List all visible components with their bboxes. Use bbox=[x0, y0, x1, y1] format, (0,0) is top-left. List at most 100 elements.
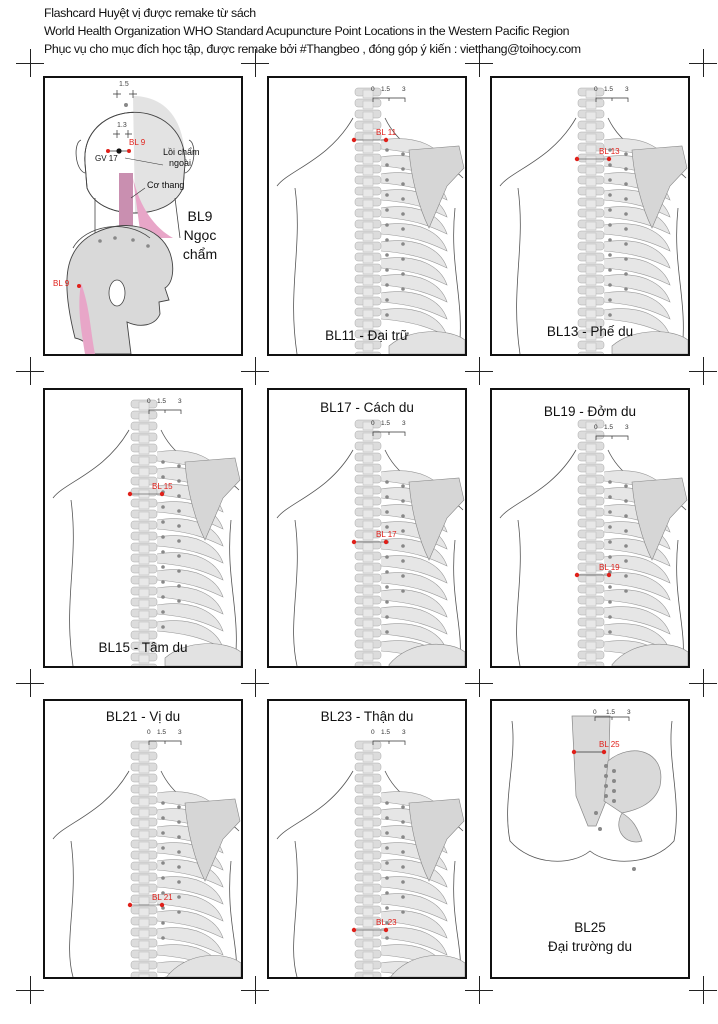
card-title: BL11 - Đại trữ bbox=[325, 328, 409, 343]
crop-mark-v bbox=[30, 49, 31, 77]
scale-0: 0 bbox=[594, 424, 598, 431]
scale-0: 0 bbox=[371, 420, 375, 427]
scale-1-5: 1.5 bbox=[606, 709, 616, 716]
back-illustration bbox=[52, 740, 241, 977]
scale-1-5: 1.5 bbox=[381, 86, 391, 93]
crop-mark-v bbox=[30, 669, 31, 697]
card-title: BL19 - Đởm du bbox=[543, 404, 637, 419]
crop-mark-v bbox=[703, 357, 704, 385]
bl9-point-label: BL 9 bbox=[129, 138, 146, 147]
scale-1-5: 1.5 bbox=[157, 729, 167, 736]
dim-top-label: 1.5 bbox=[119, 81, 129, 88]
scale-1-5: 1.5 bbox=[381, 420, 391, 427]
back-illustration bbox=[276, 87, 465, 354]
point-left bbox=[127, 491, 133, 497]
card-title: BL21 - Vị du bbox=[105, 709, 181, 724]
point-right bbox=[383, 137, 389, 143]
scale-1-5: 1.5 bbox=[157, 398, 167, 405]
flashcard-back-3[interactable]: 0 1.5 3 BL 15 BL15 - Tâm du bbox=[43, 388, 243, 668]
crop-mark-v bbox=[30, 976, 31, 1004]
flashcard-back-6[interactable]: 0 1.5 3 BL 21 BL21 - Vị du bbox=[43, 699, 243, 979]
occipital-label: Lồi chẩm ngoài bbox=[163, 147, 200, 169]
header-line-2: World Health Organization WHO Standard A… bbox=[44, 24, 570, 38]
crop-mark-v bbox=[703, 976, 704, 1004]
flashcard-bl9[interactable]: 1.5 1.3 BL 9 GV 17 Lồi chẩm ngoài Cơ tha… bbox=[43, 76, 243, 356]
flashcard-bl25[interactable]: 0 1.5 3 BL 25 BL25 Đại trường du bbox=[490, 699, 690, 979]
point-right bbox=[606, 156, 612, 162]
card-title: BL13 - Phế du bbox=[546, 324, 634, 339]
scale-0: 0 bbox=[371, 86, 375, 93]
dim-mid-label: 1.3 bbox=[117, 122, 127, 129]
crop-mark-v bbox=[255, 357, 256, 385]
flashcard-back-1[interactable]: 0 1.5 3 BL 11 BL11 - Đại trữ bbox=[267, 76, 467, 356]
back-illustration bbox=[52, 399, 241, 666]
point-left bbox=[574, 572, 580, 578]
point-left bbox=[351, 137, 357, 143]
crop-mark-v bbox=[479, 669, 480, 697]
card-title: BL23 - Thận du bbox=[320, 709, 414, 724]
crop-mark-v bbox=[255, 976, 256, 1004]
card-title-name-2: chẩm bbox=[182, 246, 218, 262]
scale-0: 0 bbox=[371, 729, 375, 736]
scale-0: 0 bbox=[147, 398, 151, 405]
header-line-1: Flashcard Huyệt vị được remake từ sách bbox=[44, 6, 256, 20]
scale-0: 0 bbox=[593, 709, 597, 716]
scale-3: 3 bbox=[178, 398, 182, 405]
muscle-label: Cơ thang bbox=[147, 180, 185, 190]
card-title-name-1: Ngọc bbox=[183, 227, 217, 243]
back-illustration bbox=[276, 740, 465, 977]
occipital-label-line2: ngoài bbox=[169, 158, 192, 168]
point-label: BL 11 bbox=[376, 128, 397, 137]
back-illustration bbox=[499, 419, 688, 666]
point-left bbox=[574, 156, 580, 162]
flashcard-back-5[interactable]: 0 1.5 3 BL 19 BL19 - Đởm du bbox=[490, 388, 690, 668]
point-right bbox=[383, 539, 389, 545]
crop-mark-v bbox=[479, 49, 480, 77]
point-label: BL 19 bbox=[599, 563, 620, 572]
head-illustration bbox=[66, 90, 195, 354]
bl25-point-label: BL 25 bbox=[599, 740, 620, 749]
scale-1-5: 1.5 bbox=[381, 729, 391, 736]
card-title-name: Đại trường du bbox=[548, 939, 632, 954]
occipital-label-line1: Lồi chẩm bbox=[163, 147, 200, 157]
scale-3: 3 bbox=[178, 729, 182, 736]
point-label: BL 13 bbox=[599, 147, 620, 156]
flashcard-back-2[interactable]: 0 1.5 3 BL 13 BL13 - Phế du bbox=[490, 76, 690, 356]
back-illustration bbox=[276, 419, 465, 666]
flashcard-back-7[interactable]: 0 1.5 3 BL 23 BL23 - Thận du bbox=[267, 699, 467, 979]
point-right bbox=[383, 927, 389, 933]
card-title: BL17 - Cách du bbox=[320, 400, 414, 415]
point-left bbox=[351, 927, 357, 933]
back-illustration bbox=[499, 87, 688, 354]
side-bl9-label: BL 9 bbox=[53, 279, 70, 288]
header-line-3: Phục vụ cho mục đích học tập, được remak… bbox=[44, 42, 581, 56]
scale-0: 0 bbox=[147, 729, 151, 736]
crop-mark-v bbox=[703, 669, 704, 697]
flashcard-back-4[interactable]: 0 1.5 3 BL 17 BL17 - Cách du bbox=[267, 388, 467, 668]
point-left bbox=[351, 539, 357, 545]
point-label: BL 21 bbox=[152, 893, 173, 902]
scale-1-5: 1.5 bbox=[604, 424, 614, 431]
point-label: BL 23 bbox=[376, 918, 397, 927]
scale-1-5: 1.5 bbox=[604, 86, 614, 93]
scale-3: 3 bbox=[625, 424, 629, 431]
scale-3: 3 bbox=[402, 420, 406, 427]
scale-3: 3 bbox=[625, 86, 629, 93]
point-left bbox=[127, 902, 133, 908]
pelvis-illustration bbox=[507, 715, 677, 871]
point-right bbox=[606, 572, 612, 578]
scale-3: 3 bbox=[627, 709, 631, 716]
scale-0: 0 bbox=[594, 86, 598, 93]
crop-mark-v bbox=[479, 976, 480, 1004]
card-title: BL15 - Tâm du bbox=[98, 640, 188, 655]
card-title-code: BL25 bbox=[574, 920, 606, 935]
point-label: BL 17 bbox=[376, 530, 397, 539]
crop-mark-v bbox=[703, 49, 704, 77]
scale-3: 3 bbox=[402, 729, 406, 736]
crop-mark-v bbox=[30, 357, 31, 385]
crop-mark-v bbox=[479, 357, 480, 385]
crop-mark-v bbox=[255, 49, 256, 77]
scale-3: 3 bbox=[402, 86, 406, 93]
point-right bbox=[159, 902, 165, 908]
gv17-label: GV 17 bbox=[95, 154, 118, 163]
